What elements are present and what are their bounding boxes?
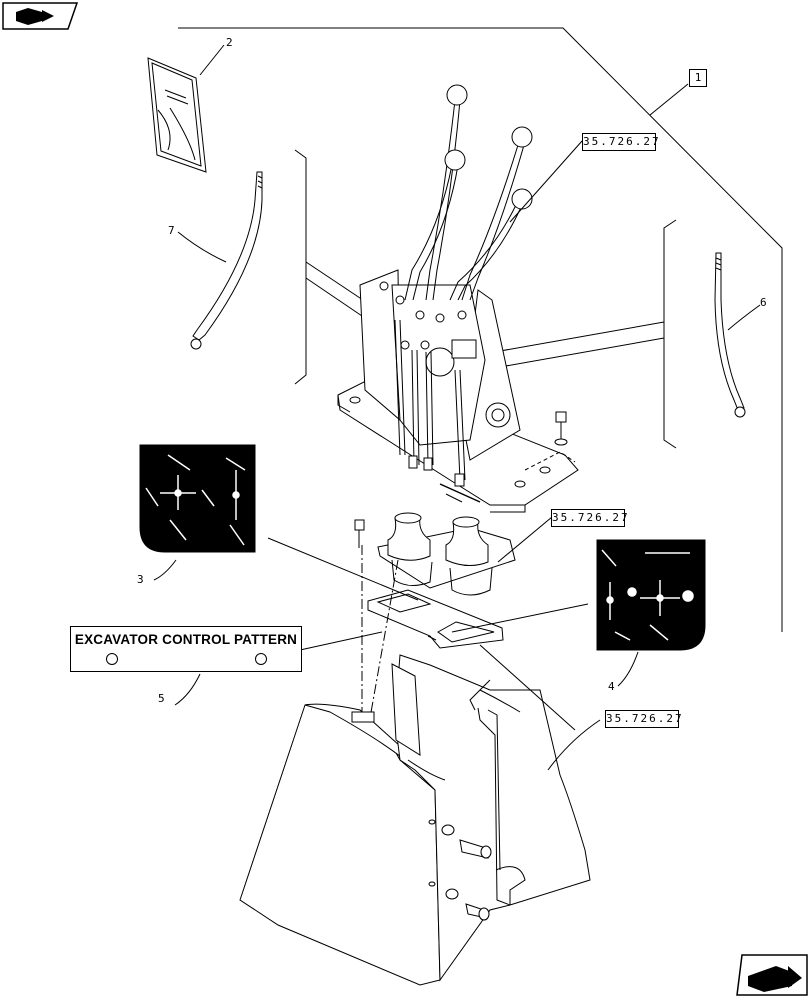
next-page-button[interactable] <box>736 954 808 996</box>
item-1-leader <box>649 83 689 116</box>
gasket-plate <box>367 589 504 649</box>
item-1-bracket <box>178 27 783 632</box>
reference-link-boots[interactable]: 35.726.27 <box>551 509 628 527</box>
arrow-left-icon <box>2 2 79 30</box>
section-bracket-right <box>663 219 677 449</box>
previous-page-button[interactable] <box>2 2 79 30</box>
decal-item-3-control-pattern <box>139 444 256 581</box>
operator-manual <box>147 44 225 173</box>
callout-item-5[interactable]: 5 <box>158 692 165 705</box>
mounting-hole-left <box>106 653 118 665</box>
callout-item-1[interactable]: 1 <box>689 69 707 87</box>
mounting-hole-right <box>255 653 267 665</box>
callout-item-4[interactable]: 4 <box>608 680 615 693</box>
rubber-boots-assembly <box>354 512 553 596</box>
console-housing <box>239 654 591 986</box>
callout-item-7[interactable]: 7 <box>168 224 175 237</box>
rod-item-7 <box>177 171 263 350</box>
decal-item-4-control-pattern <box>267 537 706 687</box>
rod-item-6 <box>714 252 761 418</box>
reference-link-levers[interactable]: 35.726.27 <box>582 133 659 151</box>
callout-item-6[interactable]: 6 <box>760 296 767 309</box>
decal-label-text: EXCAVATOR CONTROL PATTERN <box>74 632 298 647</box>
callout-item-2[interactable]: 2 <box>226 36 233 49</box>
control-lever-assembly <box>337 84 579 513</box>
arrow-right-icon <box>736 954 808 996</box>
reference-link-housing[interactable]: 35.726.27 <box>605 710 682 728</box>
excavator-control-pattern-decal: EXCAVATOR CONTROL PATTERN <box>70 626 302 672</box>
callout-item-3[interactable]: 3 <box>137 573 144 586</box>
section-bracket-left <box>294 149 307 385</box>
